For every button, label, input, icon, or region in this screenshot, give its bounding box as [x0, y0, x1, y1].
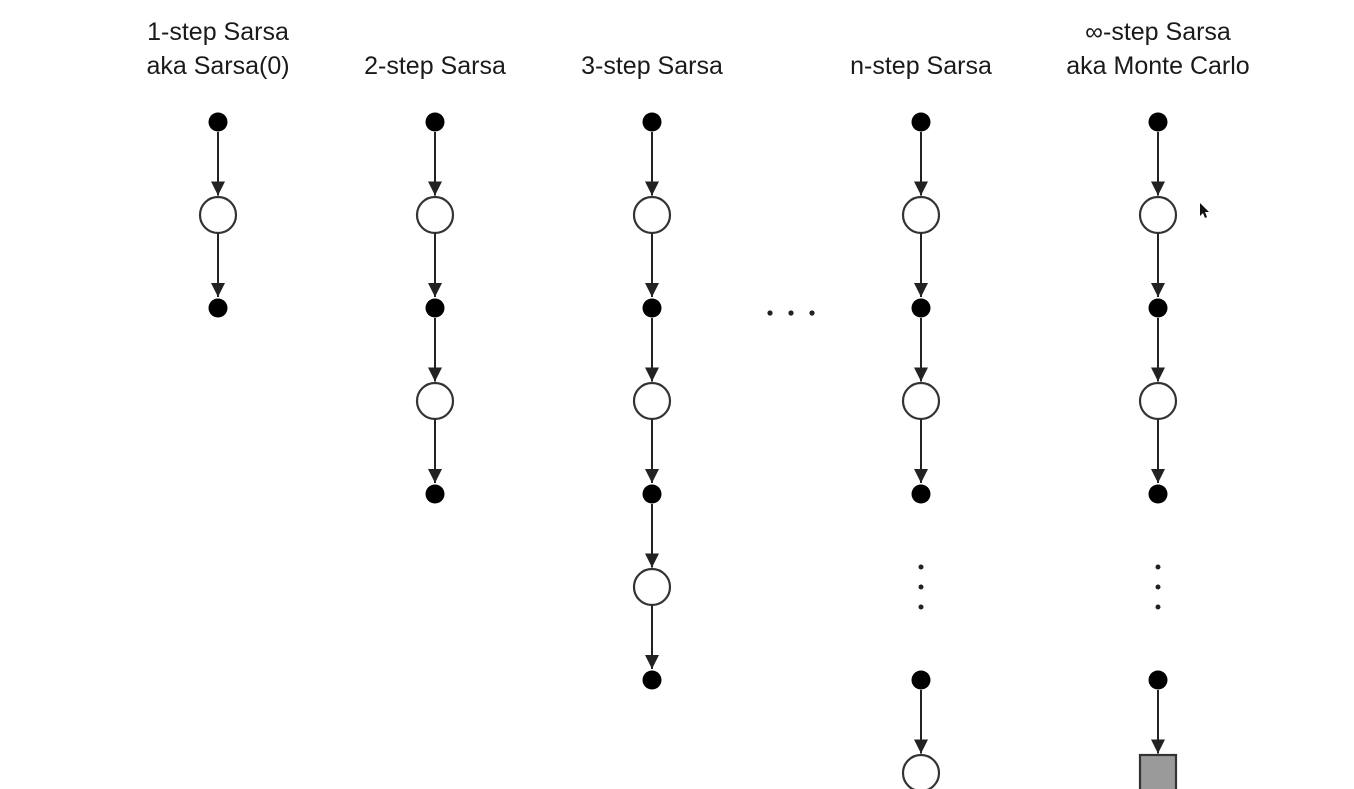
state-node — [632, 567, 672, 607]
mouse-cursor-icon — [1200, 203, 1209, 218]
chain-sarsa-3 — [632, 112, 672, 690]
chain-sarsa-n — [901, 112, 941, 789]
action-node — [911, 112, 931, 132]
state-node — [901, 381, 941, 421]
action-node — [642, 112, 662, 132]
title-n-step: n-step Sarsa — [850, 52, 992, 80]
state-node — [901, 195, 941, 235]
vertical-ellipsis-dot — [918, 564, 924, 570]
state-node — [415, 381, 455, 421]
action-node — [911, 670, 931, 690]
vertical-ellipsis-dot — [1155, 604, 1161, 610]
action-node — [425, 112, 445, 132]
title-1-step-line-1: 1-step Sarsa — [147, 18, 289, 46]
vertical-ellipsis-dot — [1155, 584, 1161, 590]
state-node — [632, 381, 672, 421]
state-node — [415, 195, 455, 235]
action-node — [425, 298, 445, 318]
action-node — [1148, 298, 1168, 318]
action-node — [911, 298, 931, 318]
title-1-step-line-2: aka Sarsa(0) — [146, 52, 289, 80]
vertical-ellipsis-dot — [918, 604, 924, 610]
action-node — [642, 484, 662, 504]
gap-ellipsis-dot — [809, 310, 815, 316]
action-node — [642, 670, 662, 690]
vertical-ellipsis-dot — [918, 584, 924, 590]
state-node — [632, 195, 672, 235]
backup-chains — [198, 112, 1178, 789]
action-node — [208, 298, 228, 318]
gap-ellipsis-dot — [767, 310, 773, 316]
action-node — [1148, 112, 1168, 132]
title-2-step: 2-step Sarsa — [364, 52, 506, 80]
state-node — [1138, 195, 1178, 235]
state-node — [1138, 381, 1178, 421]
state-node — [901, 753, 941, 789]
chain-sarsa-inf — [1138, 112, 1178, 789]
vertical-ellipsis-dot — [1155, 564, 1161, 570]
gap-ellipsis-dot — [788, 310, 794, 316]
column-gap-ellipsis — [767, 310, 815, 316]
action-node — [911, 484, 931, 504]
action-node — [1148, 670, 1168, 690]
terminal-node — [1138, 753, 1178, 789]
action-node — [208, 112, 228, 132]
action-node — [1148, 484, 1168, 504]
title-inf-step-line-2: aka Monte Carlo — [1066, 52, 1249, 80]
action-node — [642, 298, 662, 318]
action-node — [425, 484, 445, 504]
chain-sarsa-2 — [415, 112, 455, 504]
state-node — [198, 195, 238, 235]
title-inf-step-line-1: ∞-step Sarsa — [1085, 18, 1231, 46]
chain-sarsa-1 — [198, 112, 238, 318]
title-3-step: 3-step Sarsa — [581, 52, 723, 80]
column-titles: 1-step Sarsa aka Sarsa(0) 2-step Sarsa 3… — [146, 18, 1249, 80]
